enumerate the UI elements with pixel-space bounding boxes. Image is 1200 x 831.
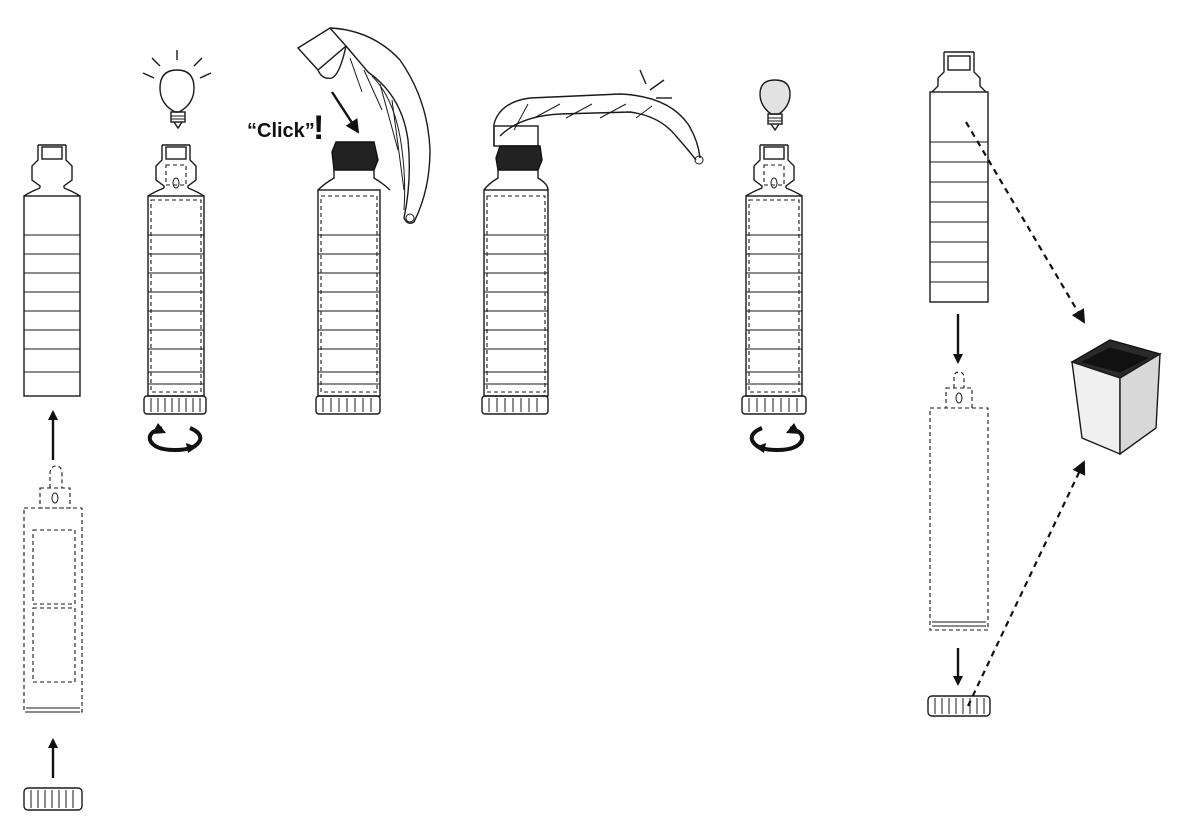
attach-arrow [330, 91, 360, 134]
rotate-arrow-icon-2 [749, 423, 805, 453]
step2-handle [143, 144, 207, 415]
dispose-arrow-cap [967, 460, 1086, 707]
blade-tilted [296, 27, 431, 225]
disposal-battery-cartridge [929, 371, 989, 631]
svg-text:“Click”: “Click” [247, 120, 315, 142]
dispose-arrow-handle [965, 121, 1086, 324]
disposal-handle [929, 51, 989, 303]
svg-text:!: ! [313, 109, 324, 147]
rotate-arrow-icon-1 [147, 423, 203, 453]
click-label: “Click” ! [247, 109, 324, 147]
end-cap-2 [927, 695, 991, 717]
trash-bin-icon [1070, 339, 1162, 456]
step3-handle [315, 141, 391, 415]
battery-cartridge [23, 465, 83, 713]
step1-handle [23, 144, 81, 397]
bulb-off-icon [759, 79, 791, 132]
end-cap-1 [23, 787, 83, 811]
step5-handle [741, 144, 807, 415]
light-rays-icon [639, 69, 672, 99]
step4-handle [481, 145, 549, 415]
bulb-lit-icon [142, 50, 212, 130]
